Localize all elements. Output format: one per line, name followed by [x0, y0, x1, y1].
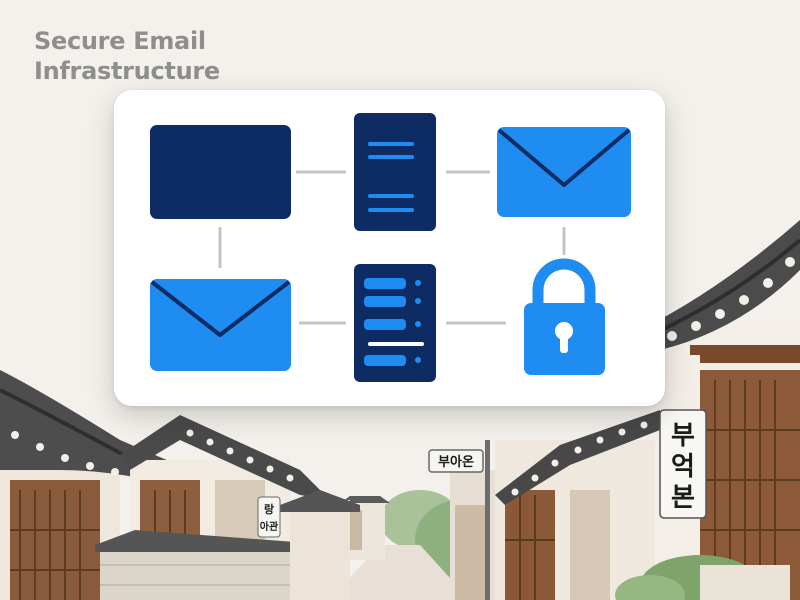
right-sign-text-2: 억	[671, 452, 695, 482]
server-doc-icon	[354, 113, 436, 231]
left-sign-text-1: 랑	[264, 503, 274, 516]
diagram-card	[114, 90, 665, 406]
title-line-1: Secure Email	[34, 27, 206, 55]
email-infrastructure-diagram	[150, 113, 631, 382]
street-sign-right: 부 억 본	[659, 409, 707, 519]
right-sign-text-1: 부	[671, 421, 695, 451]
street-sign-left: 랑 아관	[257, 496, 281, 538]
server-rack-icon	[354, 264, 436, 382]
padlock-icon	[524, 258, 605, 375]
dark-panel-icon	[150, 125, 291, 219]
connectors	[218, 170, 566, 325]
street	[330, 545, 470, 600]
right-sign-text-3: 본	[671, 483, 695, 513]
page-title: Secure Email Infrastructure	[34, 26, 220, 86]
left-sign-text-2: 아관	[260, 520, 279, 533]
title-line-2: Infrastructure	[34, 57, 220, 85]
street-sign-center: 부아온	[428, 449, 484, 473]
envelope-icon	[497, 127, 631, 217]
center-sign-text: 부아온	[438, 454, 474, 470]
envelope-icon	[150, 279, 291, 371]
tiled-roof	[640, 220, 800, 350]
